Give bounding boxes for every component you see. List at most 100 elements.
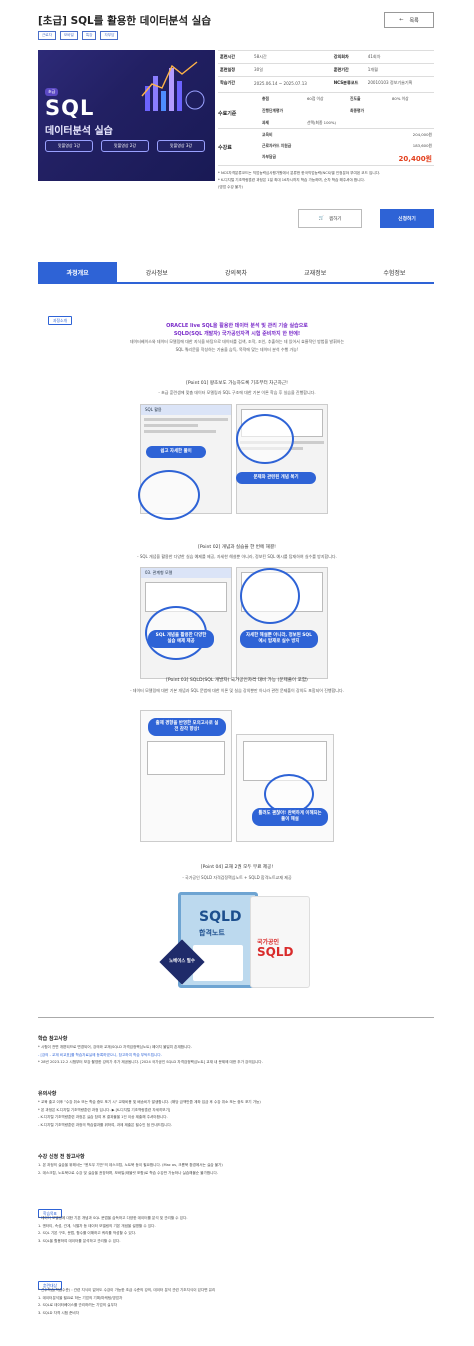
caution-item: * 본 과정은 K-디지털 기초역량훈련 과정 입니다. ▶ [K-디지털 기초… <box>38 1107 171 1112</box>
fee-key: 근로자카드 지원금 <box>262 143 292 148</box>
info-key: NCS분류코드 <box>331 76 366 90</box>
fee-key: 자부담금 <box>262 154 276 159</box>
preview-video-1-button[interactable]: 맛볼영상 1강 <box>45 140 93 152</box>
info-value: 30일 <box>252 63 332 77</box>
info-value: 2025.06.14 ~ 2025.07.13 <box>252 76 332 90</box>
textbook-2: 국가공인 SQLD <box>250 896 310 988</box>
tag: 모바일 <box>59 31 78 40</box>
thumb-title: SQL <box>45 96 95 120</box>
preview-video-2-button[interactable]: 맛볼영상 2강 <box>101 140 149 152</box>
figure-heading: 03. 관계형 모델 <box>141 568 231 578</box>
fee-value: 183,600원 <box>412 143 432 148</box>
info-key: 훈련기간 <box>331 63 366 77</box>
course-thumbnail: 초급 SQL 데이터분석 실습 맛볼영상 1강 맛볼영상 2강 맛볼영상 3강 <box>38 50 215 181</box>
tab-textbook[interactable]: 교재정보 <box>304 269 327 277</box>
intro-text-2: SQL 쿼리문을 작성하는 기술을 습득, 목적에 맞는 데이터 분석 수행 가… <box>175 347 299 352</box>
note-line: * K-디지털 기초역량훈련 과정은 1일 최대 16차시까지 학습 가능하며,… <box>218 178 365 182</box>
info-key: 강의회차 <box>331 50 366 64</box>
prep-item: 2. 데스크탑, 노트북으로 수강 및 실습을 권장하며, 모바일(태블릿 포함… <box>38 1170 218 1175</box>
zoom-circle <box>240 568 300 624</box>
goal-item: * 데이터 모델링에 대한 기본 개념과 SQL 문법을 습득하고 다양한 데이… <box>38 1216 188 1220</box>
caution-item: - K-디지털 기초역량훈련 과정은 실습 참여 후 결과물을 1건 이상 제출… <box>38 1115 168 1120</box>
point1-label-1: 쉽고 자세한 풀이 <box>146 446 206 458</box>
tag: 근로자 <box>38 31 56 40</box>
arrow-left-icon: ← <box>399 17 404 23</box>
point3-sub: - 데이터 모델링에 대한 기본 개념과 SQL 문법에 대한 이론 및 실습 … <box>130 688 344 693</box>
cart-icon: 🛒 <box>318 216 325 221</box>
back-to-list-button[interactable]: ← 목록 <box>384 12 434 28</box>
prep-title: 수강 신청 전 참고사항 <box>38 1154 85 1160</box>
preview-video-3-button[interactable]: 맛볼영상 3강 <box>157 140 205 152</box>
info-value: 58시간 <box>252 50 332 64</box>
info-value: 20010103 정보기술기획 <box>365 76 434 90</box>
wishlist-label: 찜하기 <box>329 216 342 222</box>
intro-headline-2: SQLD(SQL 개발자) 국가공인자격 시험 준비까지 한 번에! <box>173 331 301 337</box>
rec-key: 진도율 <box>350 96 361 101</box>
tab-overview[interactable]: 과정개요 <box>38 262 118 282</box>
study-ref-item: - [강의 - 교재 비교표]를 학습자료실에 등록하였으니, 참고하여 학습 … <box>38 1052 162 1057</box>
rec-key: 최종평가 <box>350 108 364 113</box>
fee-key: 교육비 <box>262 132 273 137</box>
target-list: * 선수학습(학습수준) : 관련 지식이 없어도 수강이 가능한 초급 수준의… <box>38 1287 438 1317</box>
rec-value: 80% 이상 <box>392 96 409 101</box>
intro-headline: ORACLE live SQL을 활용한 데이터 분석 및 관리 기술 실습으로 <box>166 323 308 329</box>
study-ref-title: 학습 참고사항 <box>38 1036 68 1042</box>
rec-value: 선택(최종 100%) <box>307 120 336 125</box>
info-key: 훈련일정 <box>218 63 252 77</box>
caution-list: * 교육 출고 이후 "수강 취소 또는 학습 중도 포기 시" 교재비용 및 … <box>38 1099 438 1129</box>
zoom-circle <box>138 470 200 520</box>
goal-list: * 데이터 모델링에 대한 기본 개념과 SQL 문법을 습득하고 다양한 데이… <box>38 1215 438 1245</box>
recognition-label: 수료기준 <box>218 111 237 117</box>
rec-key: 총점 <box>262 96 269 101</box>
point3-label-1: 출제 경향을 반영한 모의고사로 실전 감각 향상! <box>148 718 226 736</box>
fee-value: 204,000원 <box>412 132 432 137</box>
point1-sub: - 초급 훈련생에 맞춤 데이터 모델링과 SQL 구조에 대한 기본 이론 학… <box>158 390 316 395</box>
goal-item: 1. 엔터티, 속성, 관계, 식별자 등 데이터 모델링의 기본 개념을 설명… <box>38 1223 156 1228</box>
tag: 자부담 <box>100 31 119 40</box>
target-pill: 훈련대상 <box>38 1281 62 1290</box>
target-item: 1. 데이터분석을 필요로 하는 기업의 기획/마케팅/영업자 <box>38 1295 123 1300</box>
info-key: 학습기간 <box>218 76 252 90</box>
intro-pill: 과정소개 <box>48 316 72 325</box>
point4-title: [Point 04] 교재 2권 모두 무료 제공! <box>200 865 274 870</box>
target-item: * 선수학습(학습수준) : 관련 지식이 없어도 수강이 가능한 초급 수준의… <box>38 1288 216 1292</box>
goal-item: 2. SQL 기본 구조, 문법, 함수를 이해하고 쿼리를 작성할 수 있다. <box>38 1231 137 1236</box>
point4-sub: - 국가공인 SQLD 자격검정핵심노트 + SQLD 합격노트교재 제공 <box>182 875 292 880</box>
tab-curriculum[interactable]: 강의목차 <box>224 269 248 277</box>
main-tabs: 과정개요 강사정보 강의목차 교재정보 수험정보 <box>38 262 434 284</box>
info-value: 41회차 <box>365 50 434 64</box>
figure-heading: SQL 활용 <box>141 405 231 415</box>
wishlist-button[interactable]: 🛒 찜하기 <box>298 209 362 228</box>
book1-title: SQLD <box>199 909 242 925</box>
note-line: (영업 수강 불가) <box>218 185 243 189</box>
tab-instructor[interactable]: 강사정보 <box>145 269 168 277</box>
zoom-circle <box>236 414 294 464</box>
thumb-subtitle: 데이터분석 실습 <box>45 126 113 137</box>
prep-list: 1. 본 과정의 실습을 위해서는 "윈도우 기반"의 데스크탑, 노트북 등이… <box>38 1162 438 1177</box>
study-ref-item: * 28년 2023.12.2 시험부터 보강 촬영한 강의가 추가 제공됩니다… <box>38 1060 263 1065</box>
page-title: [초급] SQL를 활용한 데이터분석 실습 <box>38 15 211 27</box>
back-label: 목록 <box>409 17 419 24</box>
point2-label-2: 자세한 해설뿐 아니라, 정보된 SQL 예시 탑재로 실수 방지 <box>240 630 318 648</box>
rec-value: 60점 이상 <box>307 96 324 101</box>
point2-title: [Point 02] 개념과 실습을 한 번에 해결! <box>198 545 276 550</box>
prep-item: 1. 본 과정의 실습을 위해서는 "윈도우 기반"의 데스크탑, 노트북 등이… <box>38 1163 223 1167</box>
tab-exam[interactable]: 수험정보 <box>383 269 406 277</box>
apply-button[interactable]: 신청하기 <box>380 209 434 228</box>
badge-text: 노베이스 필수 <box>169 959 195 964</box>
book1-subtitle: 합격노트 <box>199 929 225 937</box>
chart-graphic-icon <box>141 61 205 111</box>
study-ref-list: * 시험이 전면 개편되므로 변경되어, 강의와 교재(SQLD 자격검정핵심노… <box>38 1044 438 1067</box>
info-notes: * NCS자격분류코드는 직업능력심사평가원에서 분류한 한국직업능력(NCS)… <box>218 170 434 191</box>
point1-label-2: 문제와 관련된 개념 복기 <box>236 472 316 484</box>
caution-item: - K-디지털 기초역량훈련 과정의 학습결과를 위하여, 과제 제출은 필수인… <box>38 1122 172 1127</box>
caution-item: * 교육 출고 이후 "수강 취소 또는 학습 중도 포기 시" 교재비용 및 … <box>38 1100 261 1104</box>
self-pay-amount: 20,400원 <box>398 155 432 163</box>
target-item: 3. SQLD 자격 시험 준비자 <box>38 1310 80 1315</box>
rec-key: 진행단계평가 <box>262 108 283 113</box>
intro-block: ORACLE live SQL을 활용한 데이터 분석 및 관리 기술 실습으로… <box>0 322 474 354</box>
level-badge: 초급 <box>45 88 59 96</box>
note-line: * NCS자격분류코드는 직업능력심사평가원에서 분류한 한국직업능력(NCS)… <box>218 171 381 175</box>
goal-pill: 학습목표 <box>38 1209 62 1218</box>
point2-sub: - SQL 개념을 활용한 다양한 실습 예제를 제공, 자세한 해설뿐 아니라… <box>137 554 337 559</box>
